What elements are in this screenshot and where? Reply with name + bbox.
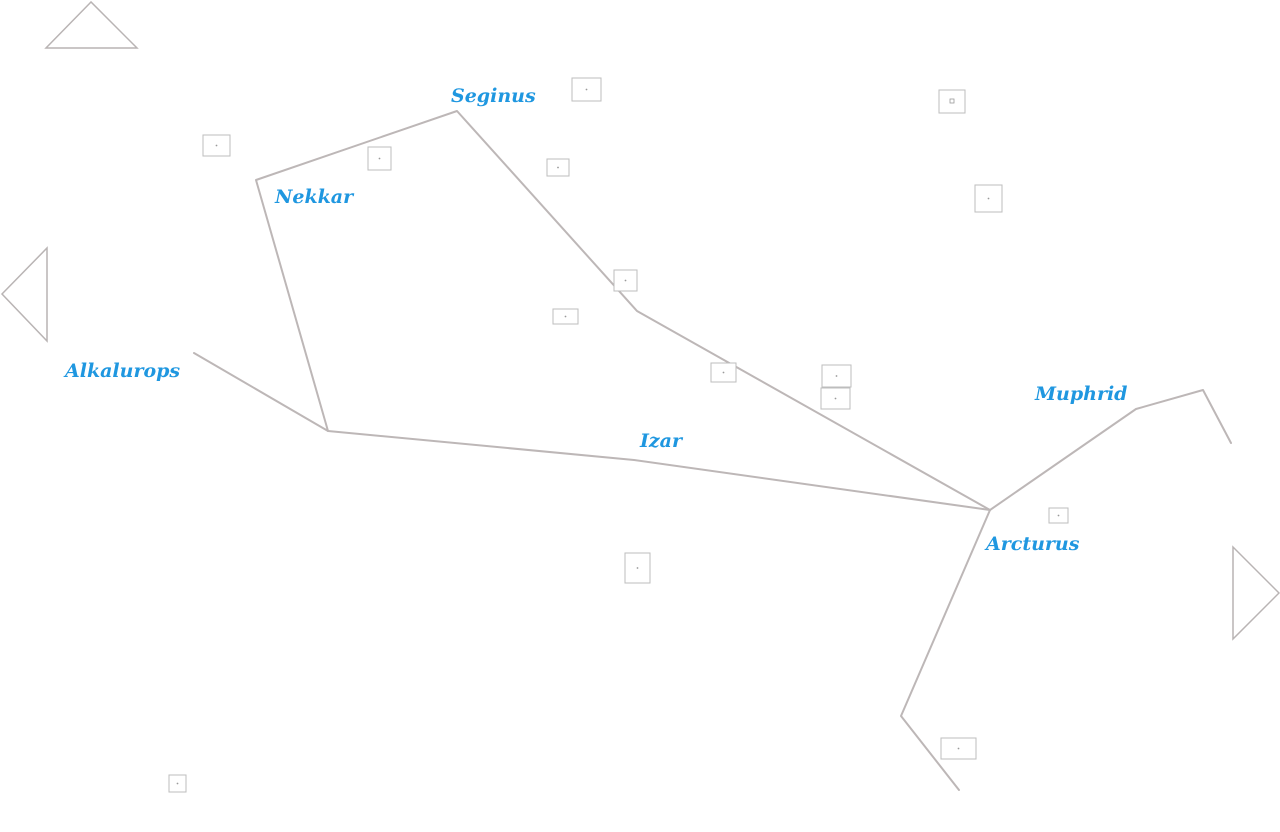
line-arcturus-muphrid — [989, 389, 1232, 511]
field-star[interactable] — [613, 269, 638, 292]
star-label-nekkar[interactable]: Nekkar — [274, 186, 355, 208]
star-labels: Seginus Nekkar Alkalurops Izar Muphrid A… — [63, 85, 1127, 555]
line-arcturus-south — [900, 509, 991, 791]
field-star[interactable] — [940, 737, 977, 760]
field-star[interactable] — [367, 146, 392, 171]
field-star[interactable] — [202, 134, 231, 157]
field-star[interactable] — [821, 364, 852, 388]
field-star[interactable] — [938, 89, 966, 114]
field-star[interactable] — [552, 308, 579, 325]
constellation-lines — [193, 110, 1232, 791]
field-star[interactable] — [546, 158, 570, 177]
up-arrow-icon[interactable] — [44, 0, 139, 49]
line-nekkar-izar-arcturus — [327, 430, 991, 511]
star-label-alkalurops[interactable]: Alkalurops — [63, 360, 180, 382]
field-star[interactable] — [624, 552, 651, 584]
field-stars — [168, 77, 1069, 793]
star-label-arcturus[interactable]: Arcturus — [984, 533, 1080, 555]
right-arrow-icon[interactable] — [1232, 545, 1280, 641]
field-star[interactable] — [168, 774, 187, 793]
star-label-muphrid[interactable]: Muphrid — [1034, 383, 1127, 405]
star-label-izar[interactable]: Izar — [639, 430, 684, 452]
field-star[interactable] — [974, 184, 1003, 213]
field-star[interactable] — [820, 387, 851, 410]
field-star[interactable] — [710, 362, 737, 383]
left-arrow-icon[interactable] — [0, 246, 48, 343]
line-alkalurops-nekkar-seginus-arcturus — [193, 110, 991, 511]
field-star[interactable] — [1048, 507, 1069, 524]
field-star[interactable] — [571, 77, 602, 102]
star-label-seginus[interactable]: Seginus — [451, 85, 536, 107]
